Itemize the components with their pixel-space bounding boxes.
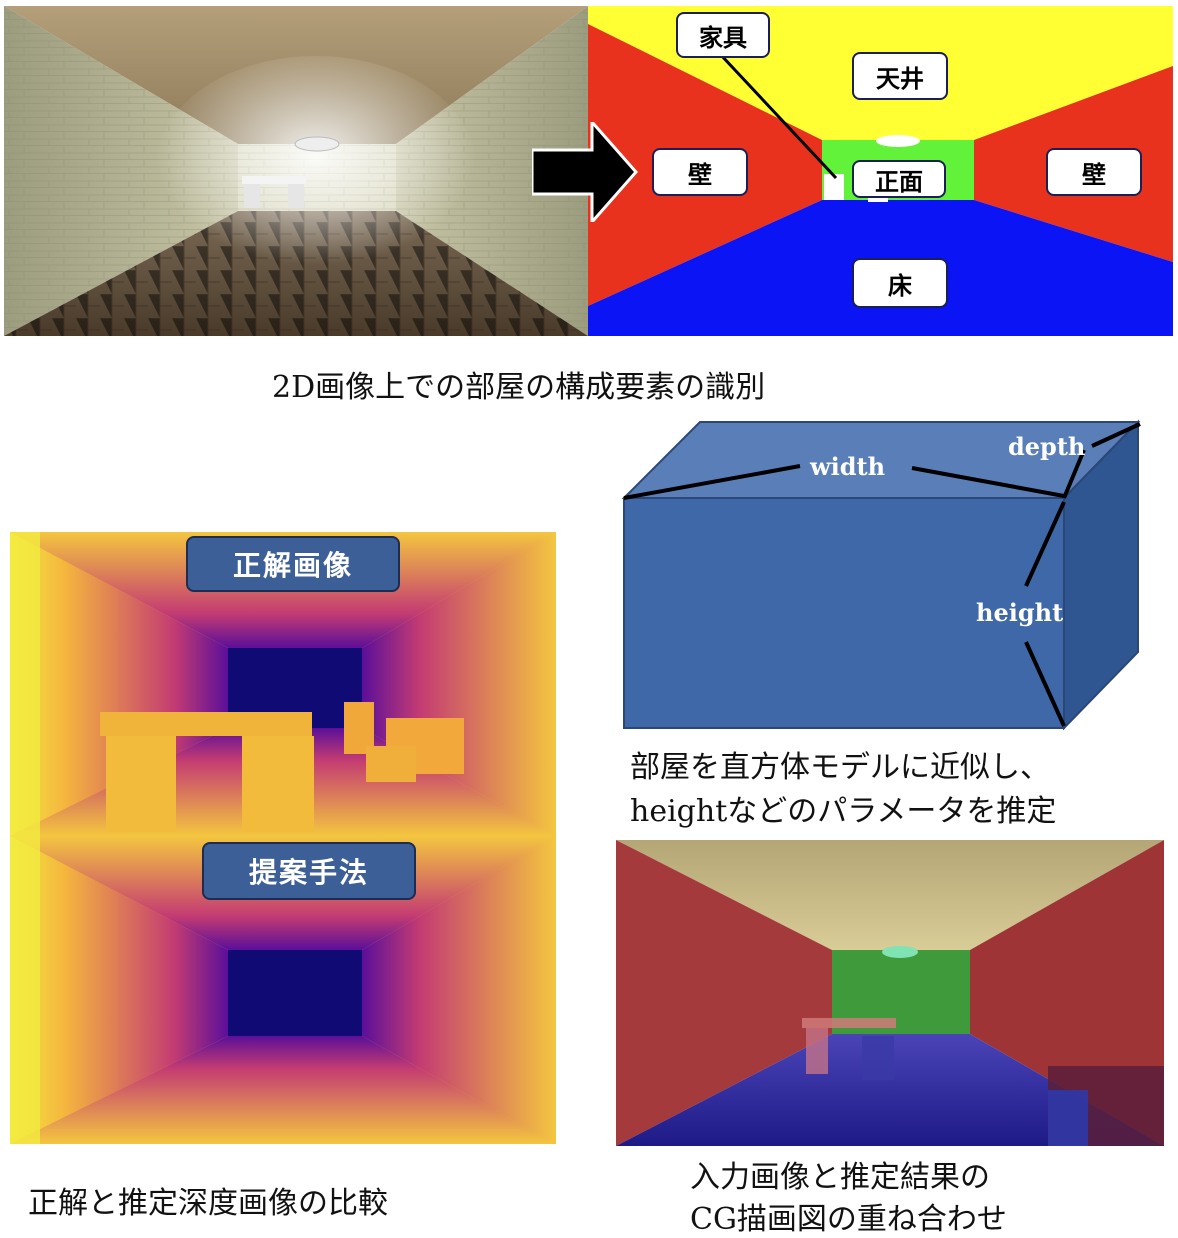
pred-label: 提案手法 xyxy=(202,842,416,900)
height-label: height xyxy=(976,598,1064,627)
box-caption-line1: 部屋を直方体モデルに近似し、 xyxy=(630,750,1050,785)
depth-gt-map xyxy=(10,532,556,836)
overlay-caption-line1: 入力画像と推定結果の xyxy=(690,1160,990,1195)
width-label: width xyxy=(810,452,886,481)
furniture-pointer-line xyxy=(718,52,838,180)
label-ceiling: 天井 xyxy=(852,52,948,100)
top-caption: 2D画像上での部屋の構成要素の識別 xyxy=(272,370,766,405)
depth-pred-map xyxy=(10,836,556,1144)
cuboid-model xyxy=(621,419,1141,731)
overlay-caption-line2: CG描画図の重ね合わせ xyxy=(690,1202,1007,1237)
label-furniture: 家具 xyxy=(676,12,770,58)
room-photo xyxy=(4,6,588,336)
label-wall-left: 壁 xyxy=(652,148,748,196)
gt-label: 正解画像 xyxy=(186,536,400,592)
box-caption-line2: heightなどのパラメータを推定 xyxy=(630,794,1057,829)
label-wall-right: 壁 xyxy=(1046,148,1142,196)
cuboid-front-face xyxy=(623,497,1065,729)
depth-label: depth xyxy=(1008,432,1086,461)
label-front: 正面 xyxy=(852,160,946,198)
depth-caption: 正解と推定深度画像の比較 xyxy=(28,1186,388,1221)
right-arrow-icon xyxy=(532,122,638,222)
label-floor: 床 xyxy=(852,258,948,308)
overlay-render xyxy=(616,840,1164,1146)
depth-comparison xyxy=(10,532,556,1144)
